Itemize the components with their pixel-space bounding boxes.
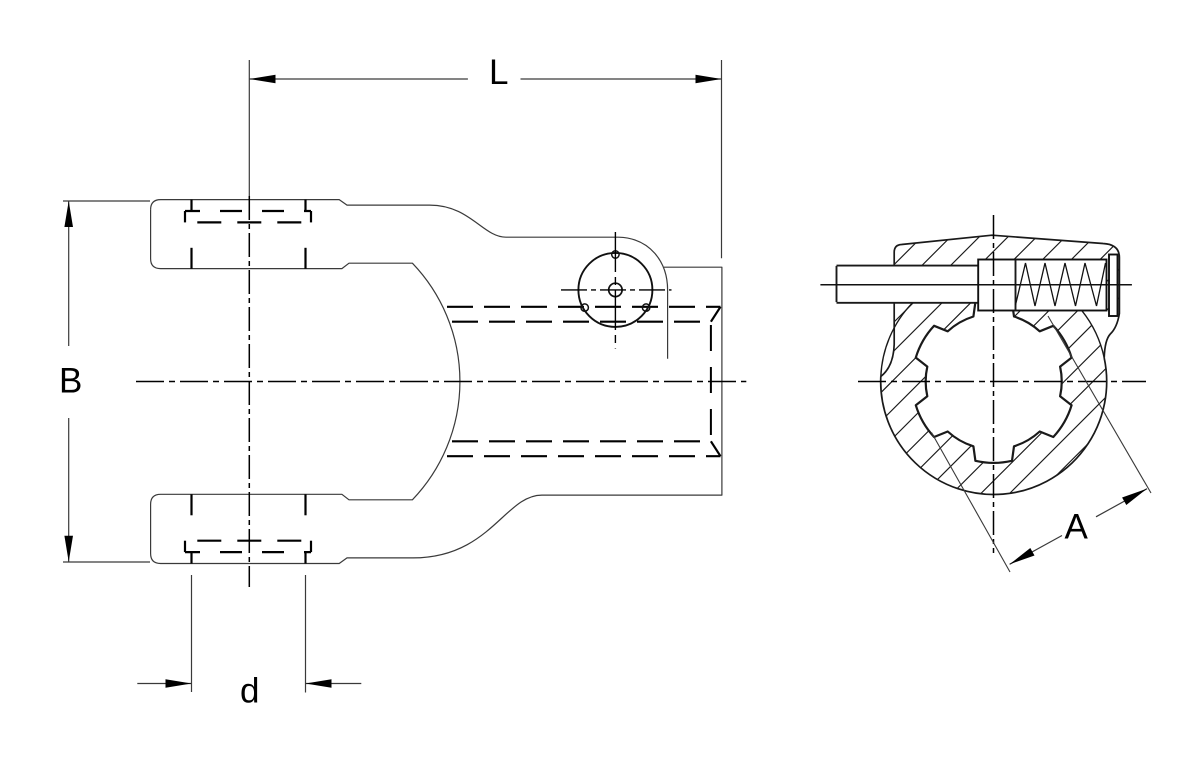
svg-text:A: A <box>1065 508 1089 547</box>
svg-text:d: d <box>240 672 259 711</box>
svg-text:B: B <box>59 362 82 401</box>
svg-text:L: L <box>489 53 508 92</box>
